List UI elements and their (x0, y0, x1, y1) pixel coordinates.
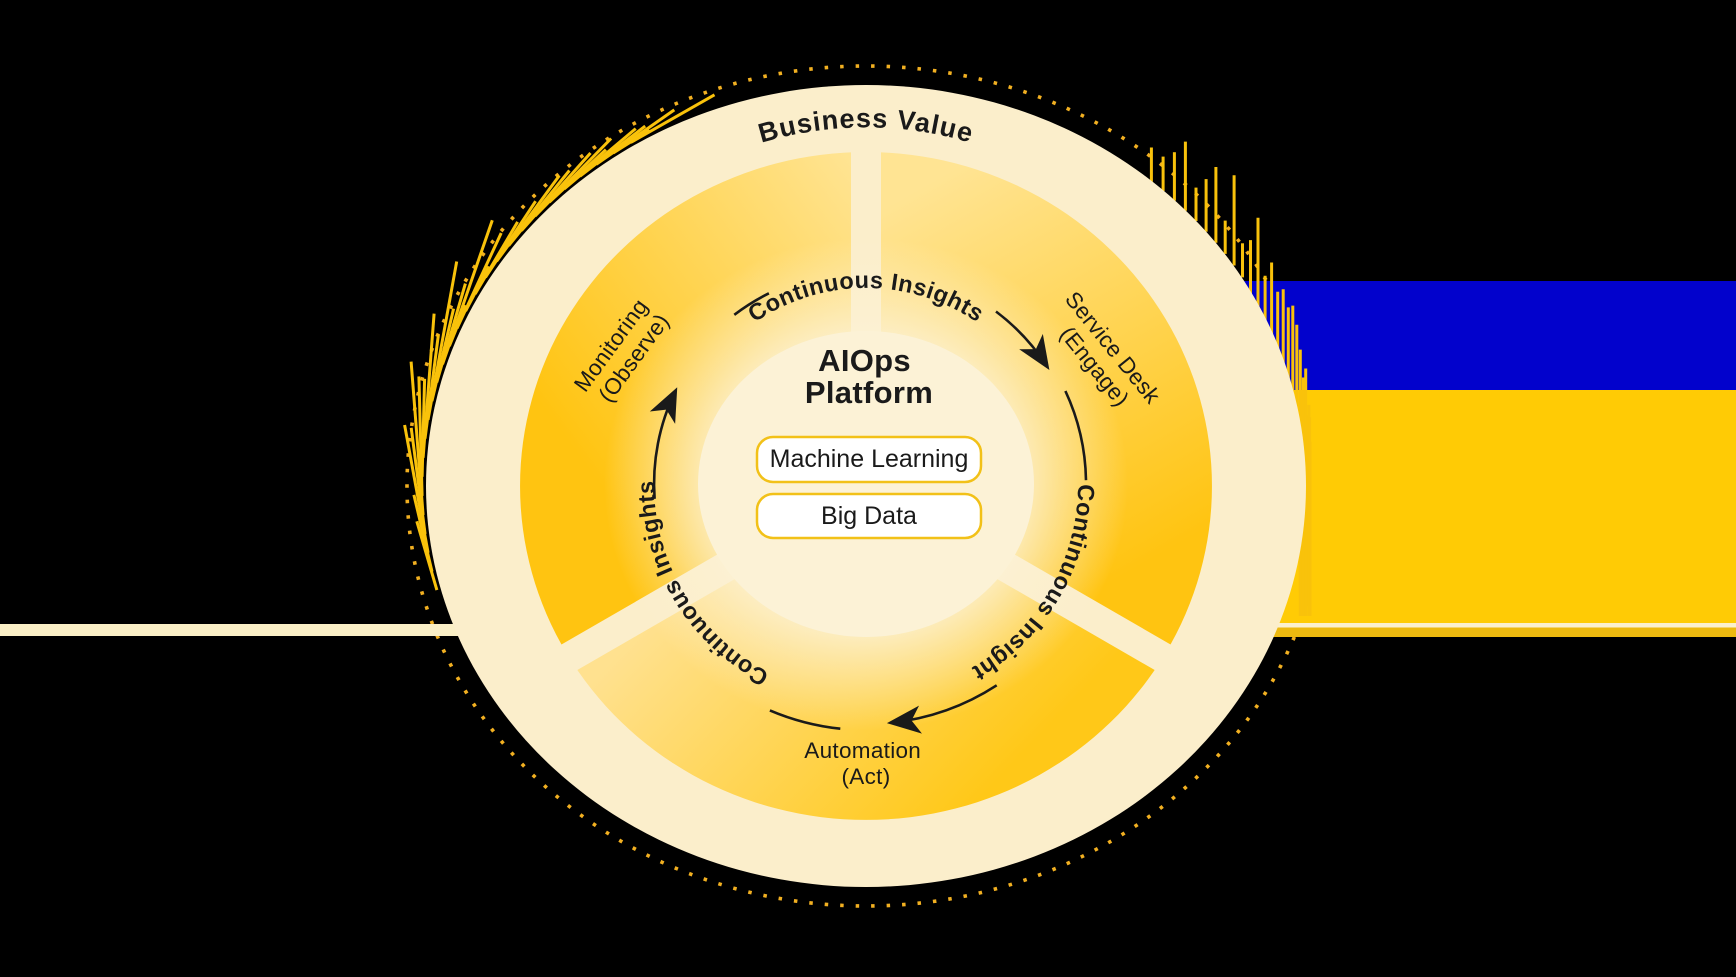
gold-strip (1150, 627, 1736, 637)
hatch-line (426, 261, 459, 421)
hatch-line (417, 376, 424, 496)
flow-dash-top-left (733, 292, 770, 316)
hatch-line (441, 219, 494, 365)
inner-disc (698, 331, 1034, 637)
flow-arrow-top-right (995, 310, 1050, 370)
flow-arrow-bottom (886, 684, 998, 734)
hatch-line (421, 313, 436, 458)
hatch-line (409, 361, 425, 516)
automation-label: Automation (Act) (804, 738, 927, 789)
platform-title: AIOps Platform (805, 343, 933, 410)
left-cream-line (0, 624, 470, 636)
hatch-fringe-left (403, 93, 716, 591)
flow-arrows (649, 292, 1088, 734)
platform-components: Machine Learning Big Data (755, 435, 983, 540)
hatch-line (403, 424, 430, 554)
big-data-label: Big Data (821, 502, 917, 530)
flow-dash-right (1064, 390, 1088, 481)
flow-arrow-left (649, 387, 678, 499)
big-data-box (755, 492, 983, 540)
machine-learning-box (755, 435, 983, 484)
hatch-line (415, 520, 439, 591)
right-cream-line (1150, 623, 1736, 628)
flow-dash-bottom-left (769, 709, 841, 730)
machine-learning-label: Machine Learning (770, 445, 969, 473)
